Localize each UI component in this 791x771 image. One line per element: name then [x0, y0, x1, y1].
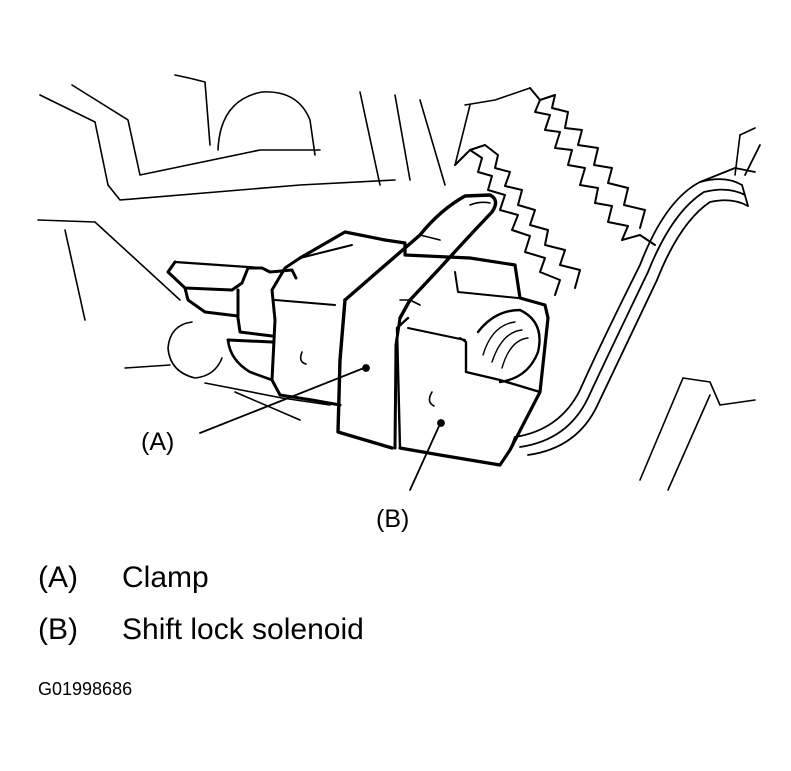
clamp	[336, 193, 498, 450]
leader-lines	[199, 364, 445, 491]
leader-dot-b	[437, 419, 445, 427]
legend-item-clamp: (A) Clamp	[38, 563, 209, 593]
cutaway-edges	[454, 87, 656, 296]
legend-key: (B)	[38, 613, 78, 646]
solenoid-body	[270, 230, 550, 467]
wire-harness	[514, 144, 761, 456]
figure-id: G01998686	[38, 679, 133, 699]
leader-line-a	[199, 367, 365, 434]
legend-text: Shift lock solenoid	[122, 613, 364, 646]
legend-text: Clamp	[122, 561, 209, 594]
leader-line-b	[409, 423, 441, 491]
leader-dot-a	[362, 364, 370, 372]
background-structure	[37, 74, 756, 491]
callout-label-a: (A)	[141, 428, 175, 456]
solenoid-plunger	[166, 260, 298, 382]
legend-item-shift-lock-solenoid: (B) Shift lock solenoid	[38, 615, 364, 645]
legend-key: (A)	[38, 561, 78, 594]
callout-label-b: (B)	[376, 505, 410, 533]
solenoid-clamp-illustration	[37, 74, 761, 491]
